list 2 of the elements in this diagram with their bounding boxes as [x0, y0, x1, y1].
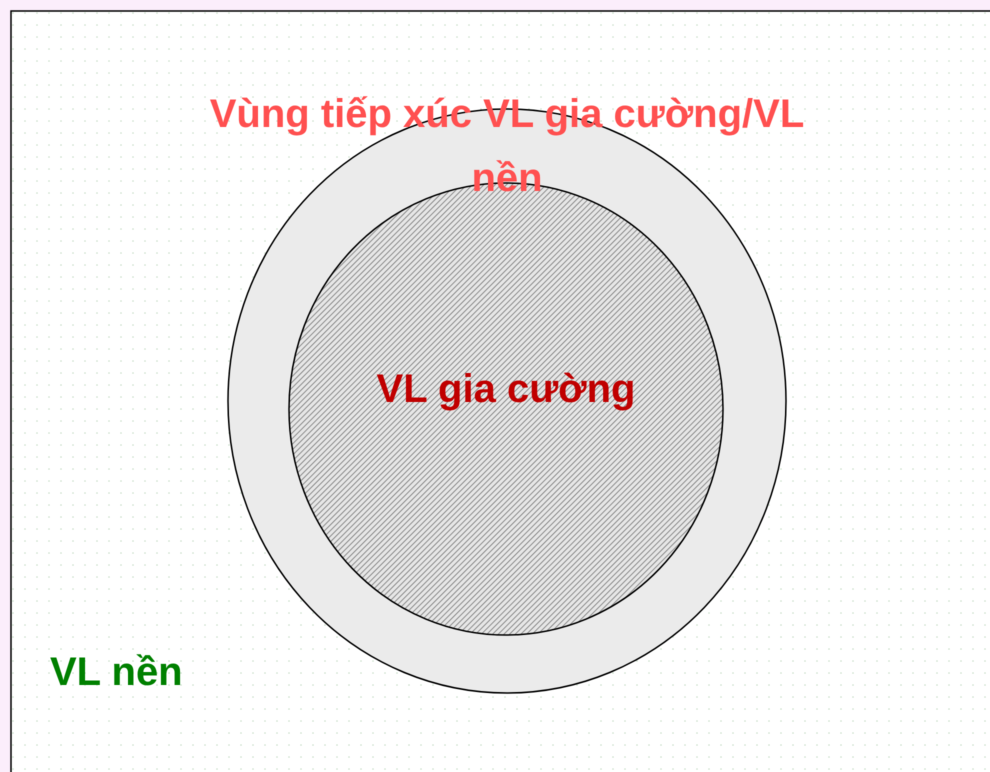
- matrix-label: VL nền: [50, 650, 183, 695]
- reinforcement-label: VL gia cường: [376, 367, 636, 412]
